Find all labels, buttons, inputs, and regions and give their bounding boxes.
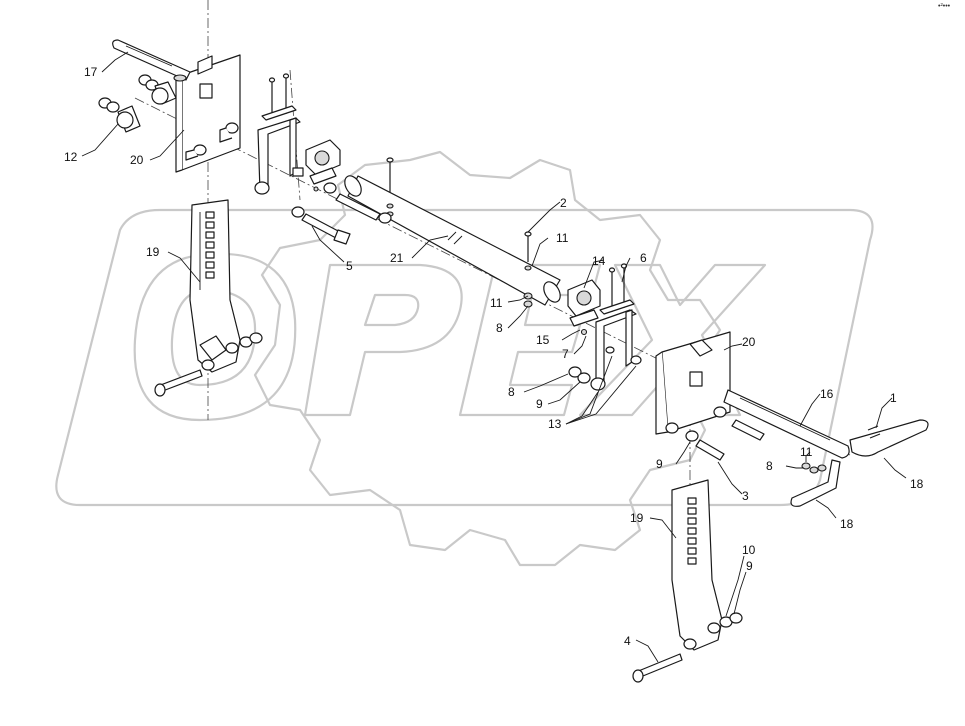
- mounting-plate-left: [175, 54, 241, 173]
- bolt-3: [685, 419, 765, 461]
- opex-watermark-logo: [55, 150, 874, 567]
- watermark-banner: [55, 208, 874, 507]
- callout-20: 20: [742, 335, 756, 349]
- callout-12: 12: [64, 150, 78, 164]
- bolt-5: [291, 182, 392, 245]
- spacer-bushing-left: [138, 74, 177, 105]
- handle-18-upper: [849, 419, 929, 457]
- callout-11: 11: [800, 445, 813, 459]
- corner-mark: •²•••: [938, 3, 951, 10]
- callout-9: 9: [536, 397, 543, 411]
- callout-18: 18: [840, 517, 854, 531]
- adjustment-arm-right-19: [671, 479, 743, 651]
- callout-16: 16: [820, 387, 834, 401]
- bolt-4: [632, 653, 683, 683]
- callout-21: 21: [390, 251, 404, 265]
- letter-o: [133, 252, 297, 422]
- adjustment-holes-right: [687, 497, 697, 565]
- gear-outline: [253, 150, 722, 567]
- callout-4: 4: [624, 634, 631, 648]
- callout-11: 11: [556, 231, 569, 245]
- callout-2: 2: [560, 196, 567, 210]
- letter-p: [303, 263, 463, 417]
- callout-9: 9: [746, 559, 753, 573]
- callout-1: 1: [890, 391, 897, 405]
- main-tube-21: [344, 157, 561, 306]
- callout-11: 11: [490, 296, 503, 310]
- middle-small-parts: [523, 231, 591, 384]
- bolt-left-lower: [154, 369, 203, 397]
- callout-labels: 17 12 20 19 5 21 2 11 11 8 14 6 15 7 8 9…: [64, 65, 924, 648]
- callout-13: 13: [548, 417, 562, 431]
- callout-10: 10: [742, 543, 756, 557]
- adjustment-holes-left: [205, 211, 215, 279]
- adjustment-arm-left-19: [189, 199, 263, 373]
- callout-3: 3: [742, 489, 749, 503]
- callout-5: 5: [346, 259, 353, 273]
- callout-15: 15: [536, 333, 550, 347]
- leader-lines: [81, 51, 907, 663]
- u-bracket-upper: [254, 73, 304, 195]
- callout-9: 9: [656, 457, 663, 471]
- callout-8: 8: [508, 385, 515, 399]
- slotted-strap-17: [112, 39, 191, 82]
- callout-8: 8: [766, 459, 773, 473]
- pipe-clamp-middle-14: [567, 279, 601, 336]
- pipe-clamp-upper: [305, 139, 341, 192]
- u-bracket-middle: [590, 263, 642, 391]
- mounting-plate-right: [655, 331, 731, 435]
- handle-18-lower: [790, 459, 841, 507]
- letter-x: [578, 263, 767, 417]
- slotted-strap-16: [723, 389, 850, 459]
- callout-8: 8: [496, 321, 503, 335]
- callout-19: 19: [146, 245, 160, 259]
- callout-19: 19: [630, 511, 644, 525]
- bushing-12: [98, 97, 141, 133]
- callout-17: 17: [84, 65, 98, 79]
- callout-18: 18: [910, 477, 924, 491]
- callout-14: 14: [592, 254, 606, 268]
- callout-20: 20: [130, 153, 144, 167]
- callout-7: 7: [562, 347, 569, 361]
- callout-6: 6: [640, 251, 647, 265]
